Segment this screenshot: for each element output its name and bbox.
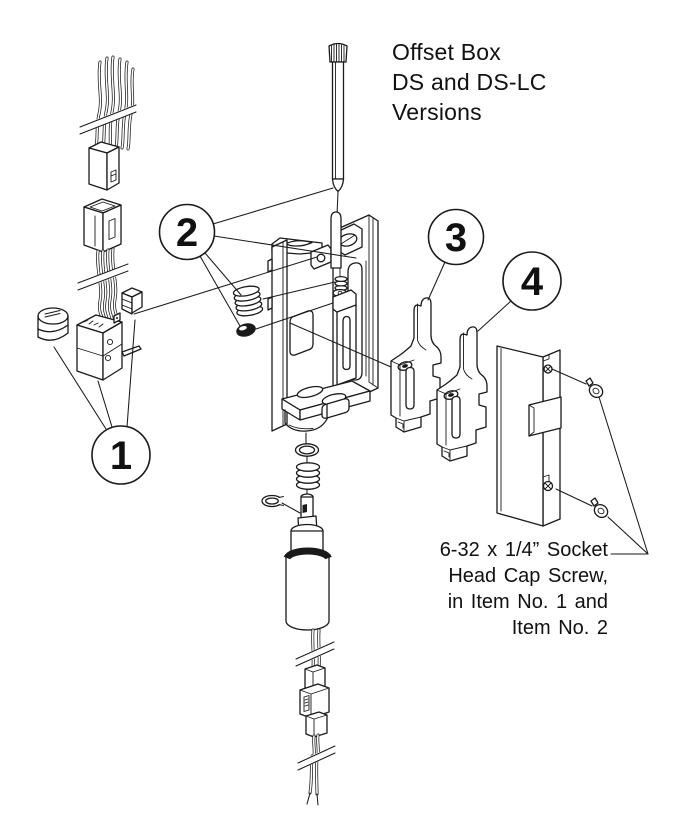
note-line-1: 6-32 x 1/4” Socket <box>439 539 608 561</box>
callout-2-number: 2 <box>176 211 198 255</box>
grommet-cap <box>37 307 69 341</box>
internal-pin <box>330 211 342 269</box>
lower-boss <box>284 403 328 432</box>
cylinder-top-band <box>283 547 332 560</box>
wire-clip <box>121 287 143 315</box>
cap-screw-top <box>585 377 604 399</box>
solenoid-collar <box>290 523 324 552</box>
leader-screwbottom-note <box>607 516 649 555</box>
plunger-spring <box>295 462 321 490</box>
wire-break-mark <box>295 641 335 667</box>
callout-4-number: 4 <box>521 260 544 304</box>
plunger-stack <box>261 432 336 806</box>
wire-break-mark <box>79 104 137 135</box>
main-bracket <box>267 211 379 432</box>
diagram-title: Offset Box DS and DS-LC Versions <box>392 37 547 127</box>
leader-3 <box>427 261 446 301</box>
callout-2-circle <box>158 203 216 261</box>
callout-4-circle <box>502 251 562 311</box>
connector-receptacle-lower <box>83 198 122 253</box>
latch-bracket-item-4 <box>436 326 488 462</box>
inline-connector <box>299 664 330 738</box>
leader-2-spring <box>204 252 336 300</box>
bare-wire-tips <box>306 792 319 806</box>
leader-1-block <box>97 380 113 428</box>
title-line-2: DS and DS-LC <box>392 69 547 95</box>
harness-wires-top <box>79 55 137 151</box>
connector-plug-upper <box>88 141 120 191</box>
switch-lever <box>121 345 142 357</box>
leader-plate-screw-top <box>551 368 587 385</box>
coil-spring <box>232 285 264 317</box>
cover-plate <box>496 345 562 527</box>
leader-2-rod <box>212 187 334 225</box>
leader-1-grommet <box>53 346 107 430</box>
leader-lines <box>53 187 649 555</box>
leader-2-nut <box>199 255 334 330</box>
leader-screwtop-note <box>598 396 649 555</box>
title-line-3: Versions <box>392 99 482 125</box>
lock-nut <box>236 323 256 337</box>
callout-3-circle <box>427 208 485 266</box>
leader-plate-screw-bottom <box>555 488 593 507</box>
leader-4 <box>477 300 512 332</box>
callout-3-number: 3 <box>445 216 467 260</box>
lead-wires-lower <box>295 628 335 670</box>
note-line-3: in Item No. 1 and <box>447 591 608 613</box>
front-boss-pad <box>289 310 314 356</box>
washer <box>294 443 320 457</box>
leader-1-clip <box>126 319 136 428</box>
cap-screw-bottom <box>590 497 609 519</box>
plate-notch <box>528 396 562 437</box>
lead-wires-end <box>297 733 336 806</box>
center-assembly <box>232 42 379 806</box>
note-line-2: Head Cap Screw, <box>448 565 608 587</box>
harness-wires-mid <box>77 247 129 324</box>
callout-1-circle <box>91 425 151 485</box>
fastener-note: 6-32 x 1/4” Socket Head Cap Screw, in It… <box>378 537 608 641</box>
right-assembly <box>390 297 609 527</box>
e-clip-leader <box>281 502 301 514</box>
solenoid-cylinder <box>283 547 332 631</box>
wire-break-mark <box>77 263 129 291</box>
latch-bracket-item-3 <box>390 297 442 433</box>
callout-1-number: 1 <box>110 434 132 478</box>
e-clip <box>261 494 301 514</box>
item2-spring-and-nut <box>232 285 264 337</box>
push-rod <box>328 42 348 216</box>
item1-harness-assembly <box>37 55 143 381</box>
terminal-switch-block <box>76 312 142 381</box>
callouts: 1 2 3 4 <box>91 203 562 485</box>
note-line-4: Item No. 2 <box>511 617 608 639</box>
leader-2-body <box>213 235 357 259</box>
leader-clip-to-tab <box>133 256 318 315</box>
wire-break-mark <box>297 745 336 771</box>
bottom-foot <box>281 380 371 421</box>
title-line-1: Offset Box <box>392 39 501 65</box>
